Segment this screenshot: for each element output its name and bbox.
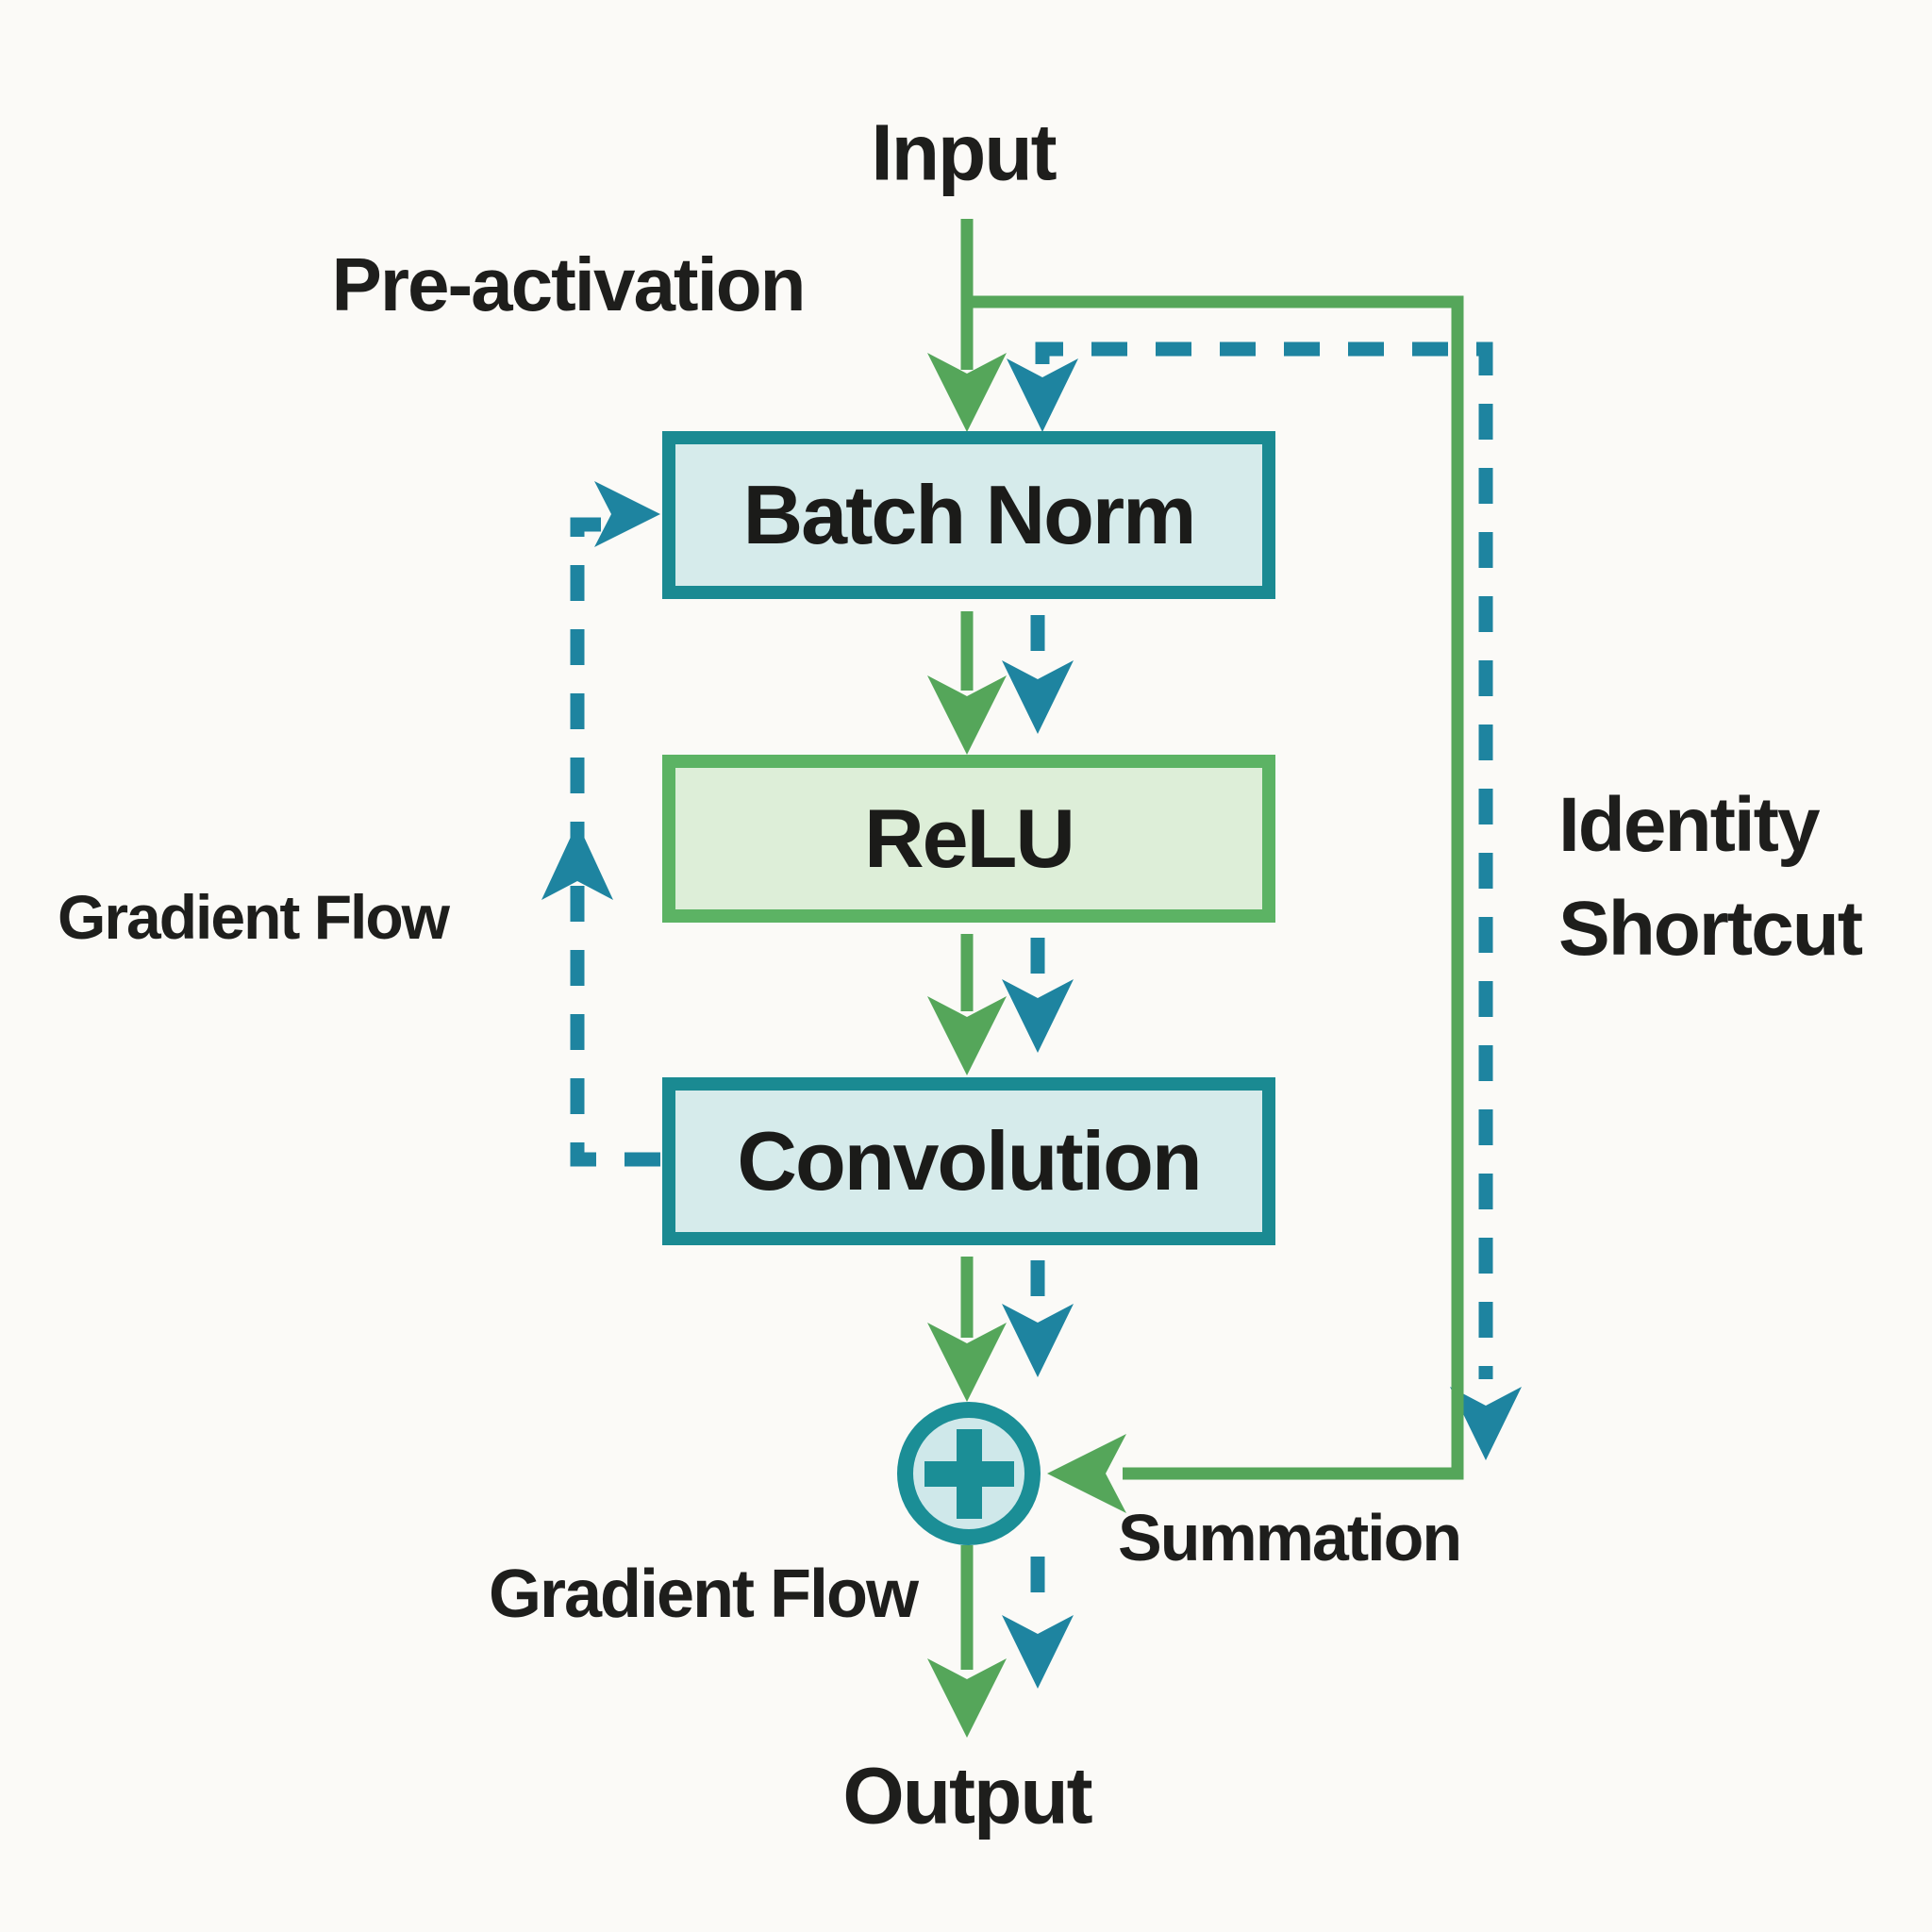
gradient-arrowhead-batchnorm-to-relu — [1002, 660, 1074, 734]
summation-circle — [897, 1402, 1041, 1545]
batch-norm-node: Batch Norm — [662, 431, 1275, 599]
forward-arrowhead-batchnorm-to-relu — [927, 675, 1007, 755]
output-label: Output — [842, 1751, 1092, 1840]
convolution-node-label: Convolution — [737, 1114, 1202, 1208]
gradient-arrowhead-below-summation — [1002, 1615, 1074, 1689]
input-label: Input — [871, 108, 1057, 197]
relu-node: ReLU — [662, 755, 1275, 923]
plus-icon — [957, 1429, 982, 1519]
gradient-arrowhead-relu-to-convolution — [1002, 979, 1074, 1053]
gradient-arrowhead-into-batchnorm-top — [1007, 358, 1078, 432]
forward-arrowhead-convolution-to-summation — [927, 1323, 1007, 1402]
forward-arrowhead-summation-to-output — [927, 1658, 1007, 1738]
forward-arrowhead-into-batchnorm — [927, 353, 1007, 432]
gradient-arrowhead-into-batchnorm-left — [594, 481, 660, 547]
gradient-shortcut-dashed-line — [1035, 341, 1493, 1379]
gradient-arrowhead-shortcut-bottom — [1450, 1387, 1522, 1460]
forward-identity-shortcut-line — [967, 295, 1464, 1480]
forward-arrowhead-shortcut-into-summation — [1047, 1434, 1126, 1513]
gradient-loop-left-dashed-line — [570, 517, 660, 1167]
pre-activation-label: Pre-activation — [331, 242, 806, 326]
convolution-node: Convolution — [662, 1077, 1275, 1245]
identity-shortcut-label-line2: Shortcut — [1558, 886, 1863, 972]
gradient-arrowhead-loop-up — [541, 823, 613, 900]
gradient-flow-left-label: Gradient Flow — [57, 882, 450, 952]
forward-arrowhead-relu-to-convolution — [927, 996, 1007, 1075]
relu-node-label: ReLU — [864, 791, 1075, 885]
identity-shortcut-label-line1: Identity — [1558, 782, 1821, 868]
batch-norm-node-label: Batch Norm — [742, 468, 1197, 561]
gradient-arrowhead-convolution-down — [1002, 1304, 1074, 1377]
summation-label: Summation — [1118, 1501, 1462, 1574]
gradient-flow-bottom-label: Gradient Flow — [488, 1557, 919, 1632]
